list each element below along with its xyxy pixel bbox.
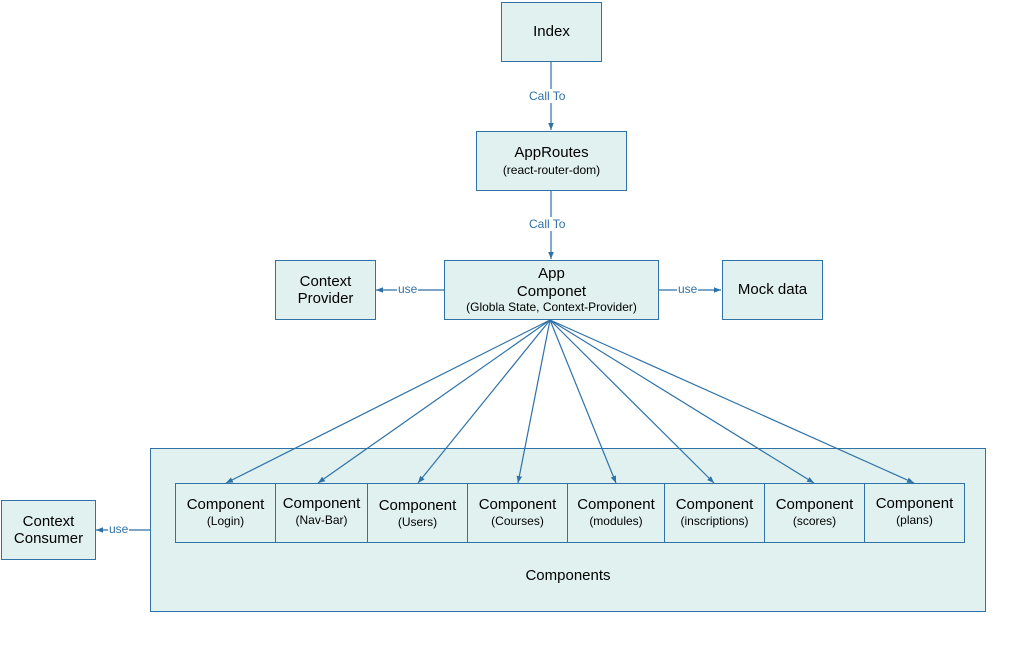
component-plans: Component (plans) [864, 483, 965, 543]
approutes-label: AppRoutes [514, 144, 589, 162]
context-consumer-line2: Consumer [13, 530, 84, 547]
component-sublabel: (scores) [792, 514, 837, 529]
component-sublabel: (inscriptions) [680, 514, 749, 529]
component-sublabel: (modules) [589, 514, 643, 529]
component-title: Component [875, 495, 954, 512]
component-title: Component [775, 496, 854, 513]
context-provider-line1: Context [299, 272, 352, 290]
component-title: Component [282, 495, 361, 512]
component-sublabel: (Login) [206, 514, 245, 529]
index-label: Index [533, 23, 570, 41]
mock-data-node: Mock data [722, 260, 823, 320]
edge-app-to-component-plans [549, 319, 915, 484]
edge-app-to-component-modules [549, 319, 617, 484]
component-modules: Component (modules) [567, 483, 665, 543]
approutes-node: AppRoutes (react-router-dom) [476, 131, 627, 191]
edge-app-to-component-login [225, 319, 551, 484]
edge-app-to-component-courses [516, 319, 551, 484]
component-sublabel: (plans) [896, 513, 933, 528]
context-consumer-line1: Context [22, 512, 75, 530]
context-consumer-node: Context Consumer [1, 500, 96, 560]
component-login: Component (Login) [175, 483, 276, 543]
edge-label-use-context-provider: use [397, 282, 419, 296]
edge-label-use-context-consumer: use [108, 522, 130, 536]
app-label-line1: App [538, 265, 565, 283]
component-users: Component (Users) [367, 483, 468, 543]
edge-label-call-to-1: Call To [528, 89, 567, 103]
edge-label-use-mock-data: use [677, 282, 699, 296]
component-title: Component [378, 497, 457, 514]
mock-data-label: Mock data [737, 281, 808, 299]
edge-app-to-component-users [417, 319, 551, 484]
component-title: Component [577, 496, 655, 513]
component-scores: Component (scores) [764, 483, 865, 543]
component-courses: Component (Courses) [467, 483, 568, 543]
context-provider-line2: Provider [297, 290, 354, 307]
context-provider-node: Context Provider [275, 260, 376, 320]
edge-app-to-component-nav-bar [317, 319, 551, 484]
edge-app-to-component-scores [549, 319, 815, 484]
component-sublabel: (Users) [397, 515, 438, 530]
app-label-line2: Componet [516, 282, 587, 300]
component-sublabel: (Nav-Bar) [295, 513, 348, 528]
component-sublabel: (Courses) [491, 514, 544, 529]
edge-label-call-to-2: Call To [528, 217, 567, 231]
component-title: Component [478, 496, 557, 513]
app-sublabel: (Globla State, Context-Provider) [466, 299, 637, 314]
component-title: Component [675, 496, 754, 513]
edge-app-to-component-inscriptions [549, 319, 715, 484]
index-node: Index [501, 2, 602, 62]
components-group-label: Components [525, 567, 611, 584]
approutes-sublabel: (react-router-dom) [502, 162, 601, 177]
component-title: Component [186, 496, 265, 513]
app-component-node: App Componet (Globla State, Context-Prov… [444, 260, 659, 320]
component-nav-bar: Component (Nav-Bar) [275, 483, 368, 543]
component-inscriptions: Component (inscriptions) [664, 483, 765, 543]
